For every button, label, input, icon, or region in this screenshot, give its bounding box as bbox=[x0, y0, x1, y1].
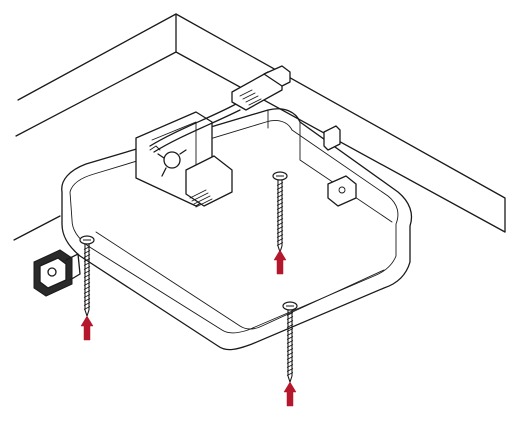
arrow-up-icon bbox=[283, 381, 297, 407]
arrow-up-icon bbox=[273, 249, 287, 275]
spring-clip bbox=[33, 249, 81, 297]
ceiling-slab bbox=[13, 13, 506, 241]
screw bbox=[282, 301, 298, 384]
power-cable bbox=[149, 65, 291, 153]
wing-nut-icon bbox=[163, 151, 181, 169]
arrow-up-icon bbox=[80, 315, 94, 341]
screw bbox=[79, 235, 95, 318]
screw bbox=[272, 171, 288, 254]
terminal-block bbox=[135, 111, 233, 208]
screws-group bbox=[79, 171, 298, 384]
mounting-tab bbox=[323, 125, 357, 207]
housing-frame bbox=[61, 108, 413, 351]
arrows-group bbox=[80, 249, 297, 407]
plug-connector-icon bbox=[231, 65, 291, 111]
